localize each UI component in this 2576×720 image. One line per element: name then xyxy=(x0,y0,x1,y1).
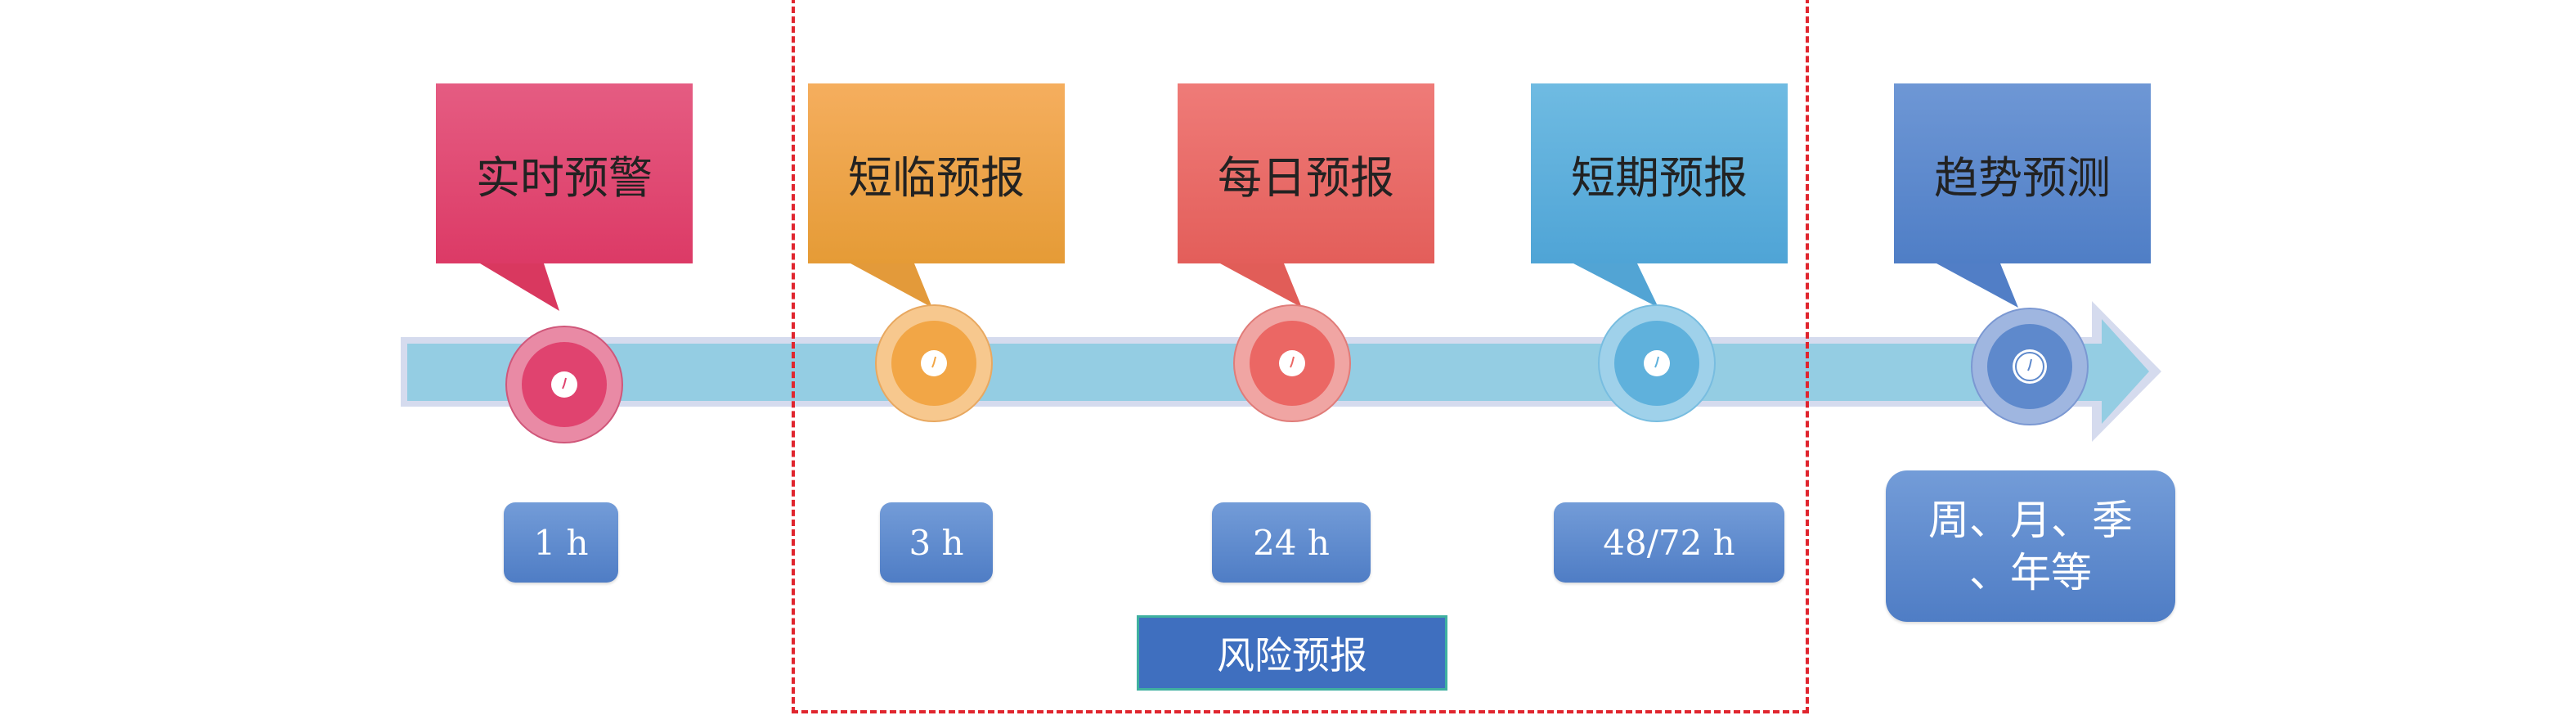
callout-tail xyxy=(1573,263,1658,308)
callout-text: 短临预报 xyxy=(848,151,1025,204)
callout-tail xyxy=(1220,263,1302,308)
clock-icon xyxy=(1279,350,1305,376)
clock-node xyxy=(505,326,623,443)
time-label-48-72h: 48/72 h xyxy=(1554,502,1784,583)
clock-icon xyxy=(2013,349,2047,384)
clock-icon xyxy=(1644,350,1670,376)
time-label-long-term: 周、月、季 、年等 xyxy=(1886,470,2175,622)
callout-daily-forecast: 每日预报 xyxy=(1178,83,1434,263)
time-label-3h: 3 h xyxy=(880,502,993,583)
time-text: 24 h xyxy=(1253,522,1330,563)
clock-node xyxy=(875,304,993,422)
callout-trend-prediction: 趋势预测 xyxy=(1894,83,2151,263)
time-text: 3 h xyxy=(909,522,964,563)
callout-text: 短期预报 xyxy=(1571,151,1748,204)
time-text: 周、月、季 xyxy=(1928,496,2133,544)
callout-realtime-warning: 实时预警 xyxy=(436,83,693,263)
callout-tail xyxy=(1936,263,2018,308)
callout-text: 实时预警 xyxy=(476,151,653,204)
clock-node xyxy=(1971,308,2089,425)
callout-text: 趋势预测 xyxy=(1934,151,2111,204)
time-text: 48/72 h xyxy=(1603,522,1735,563)
callout-nowcast: 短临预报 xyxy=(808,83,1065,263)
time-text: 、年等 xyxy=(1969,548,2092,596)
time-text: 1 h xyxy=(533,522,589,563)
clock-icon xyxy=(551,371,577,398)
risk-forecast-region xyxy=(792,0,1809,713)
callout-tail xyxy=(850,263,932,308)
time-label-24h: 24 h xyxy=(1212,502,1371,583)
time-label-1h: 1 h xyxy=(504,502,618,583)
callout-tail xyxy=(480,263,559,311)
clock-node xyxy=(1233,304,1351,422)
risk-label-text: 风险预报 xyxy=(1217,633,1367,677)
callout-text: 每日预报 xyxy=(1218,151,1394,204)
clock-node xyxy=(1598,304,1716,422)
callout-short-term-forecast: 短期预报 xyxy=(1531,83,1788,263)
clock-icon xyxy=(921,350,947,376)
risk-forecast-label: 风险预报 xyxy=(1137,615,1447,691)
